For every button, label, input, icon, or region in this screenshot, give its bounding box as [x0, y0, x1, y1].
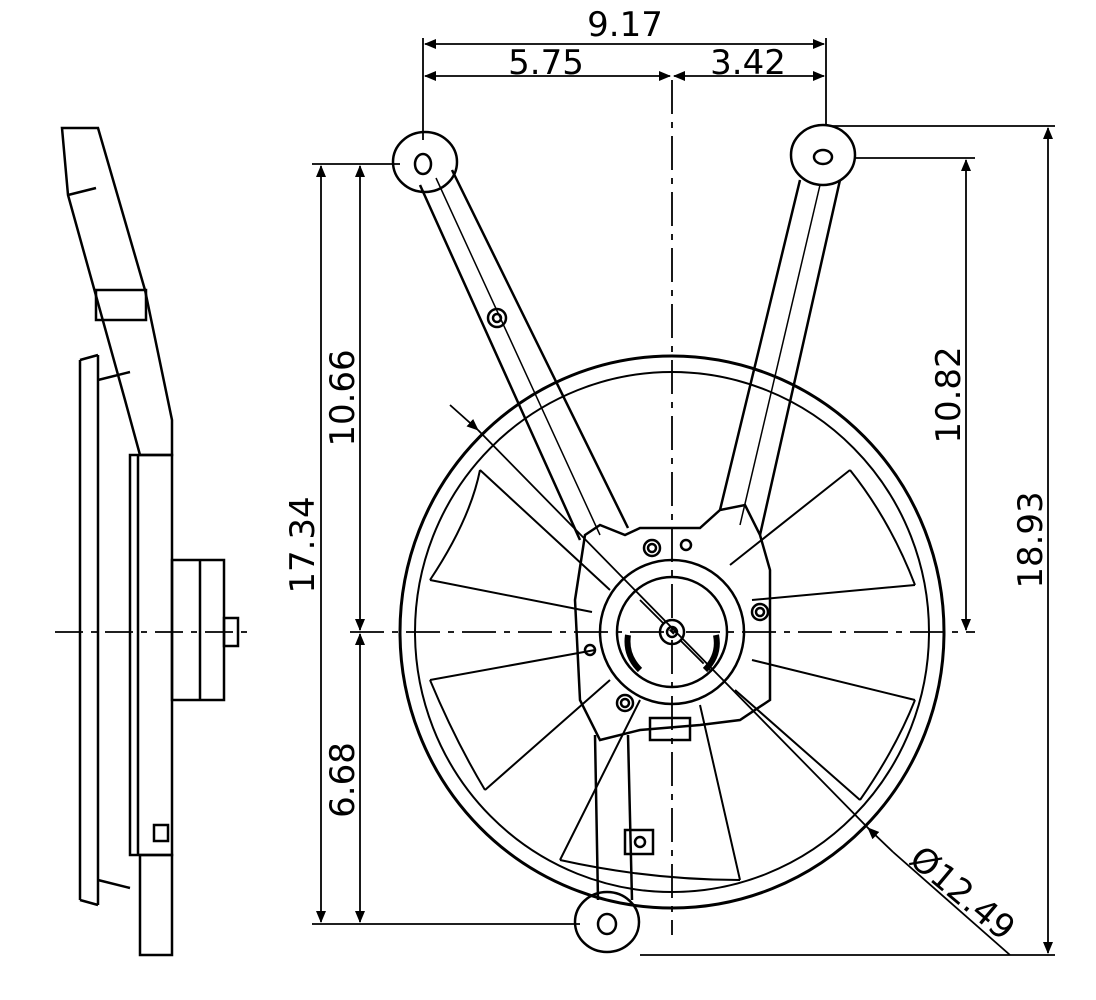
dimension-lines	[312, 38, 1055, 956]
dim-overall-height: 17.34	[283, 496, 323, 593]
dim-overall-width: 9.17	[587, 5, 663, 45]
fan-blades	[429, 469, 916, 881]
motor-mount-plate	[573, 503, 772, 742]
dim-left-width: 5.75	[508, 43, 584, 83]
dim-right-upper-height: 10.82	[929, 346, 969, 443]
upper-left-bracket-arm	[391, 130, 630, 541]
centerlines	[350, 80, 975, 935]
front-view	[350, 80, 975, 954]
dim-left-upper-height: 10.66	[323, 349, 363, 446]
dim-left-lower-height: 6.68	[323, 742, 363, 818]
dim-shroud-diameter: Ø12.49	[902, 838, 1023, 948]
lower-bracket-arm	[573, 734, 655, 954]
dim-right-width: 3.42	[710, 43, 786, 83]
side-view	[55, 126, 255, 957]
dim-right-overall-height: 18.93	[1011, 491, 1051, 588]
upper-right-bracket-arm	[718, 123, 857, 536]
